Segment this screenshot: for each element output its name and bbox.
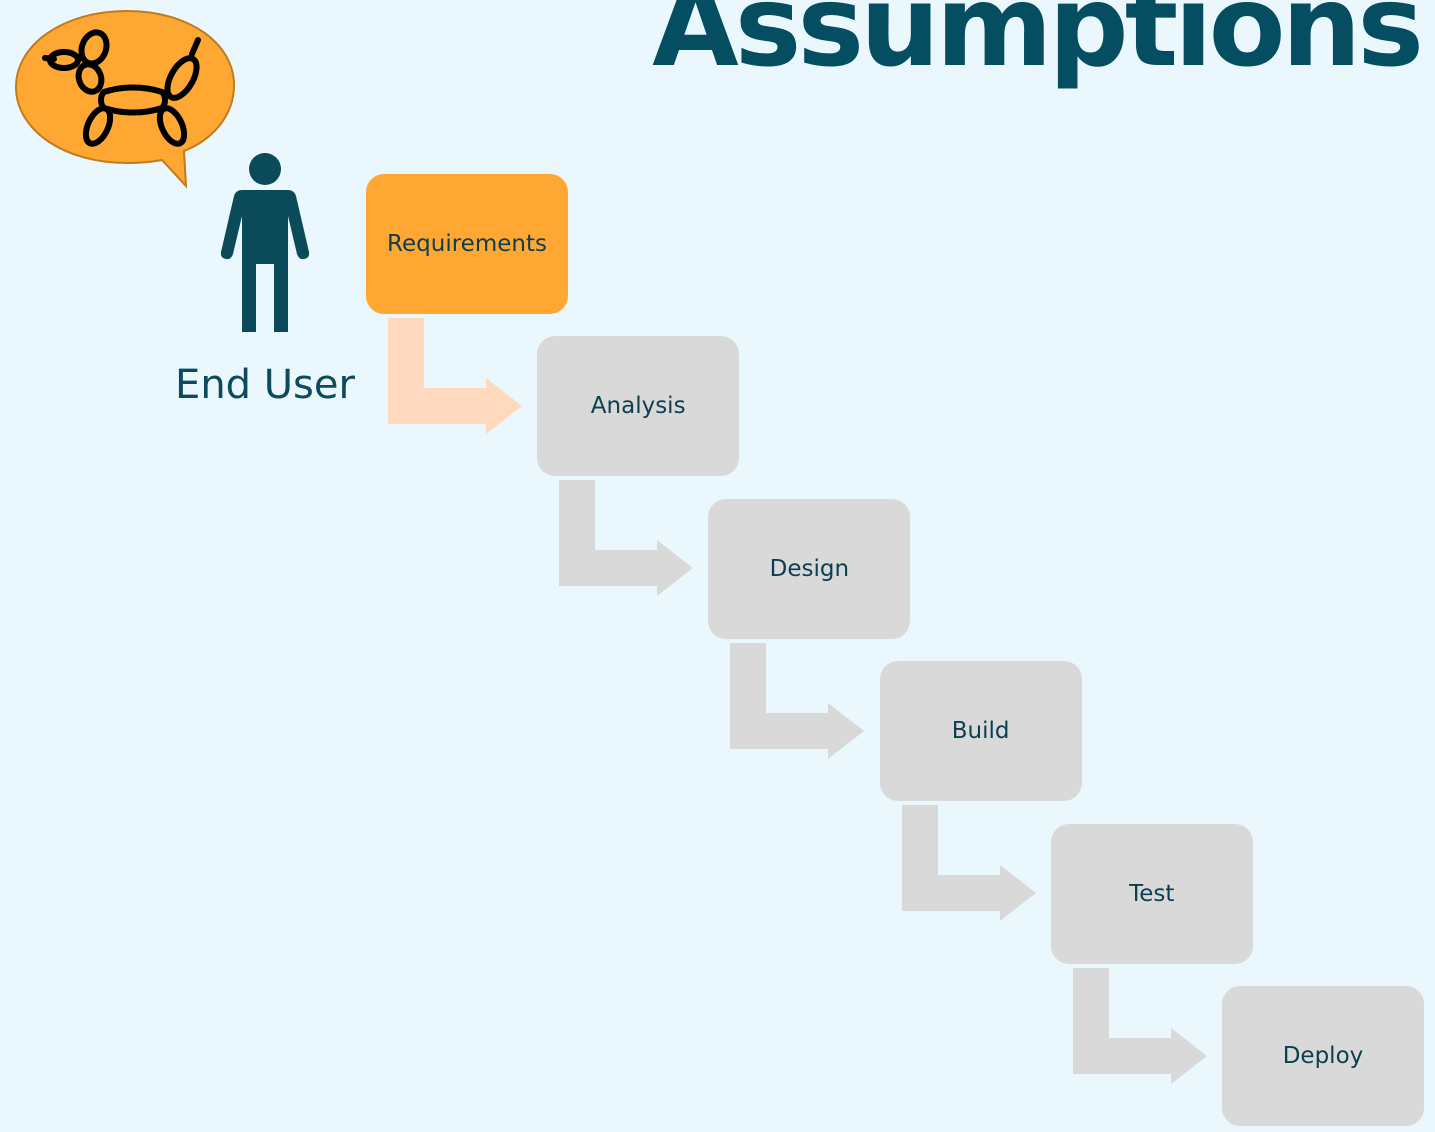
- step-design: Design: [708, 498, 911, 639]
- step-requirements: Requirements: [366, 174, 568, 314]
- page-title: Assumptions: [652, 0, 1424, 92]
- end-user-label: End User: [175, 362, 355, 408]
- connector-arrow: [559, 480, 694, 597]
- person-icon: [220, 153, 310, 332]
- balloon-dog-icon: [42, 29, 201, 147]
- connector-arrow: [730, 642, 865, 759]
- step-deploy: Deploy: [1222, 986, 1424, 1126]
- step-test: Test: [1050, 823, 1253, 964]
- speech-bubble-icon: [14, 9, 236, 189]
- step-analysis: Analysis: [537, 336, 740, 477]
- connector-arrow: [388, 318, 522, 434]
- step-build: Build: [879, 661, 1082, 802]
- connector-arrow: [901, 805, 1036, 922]
- connector-arrow: [1072, 967, 1207, 1084]
